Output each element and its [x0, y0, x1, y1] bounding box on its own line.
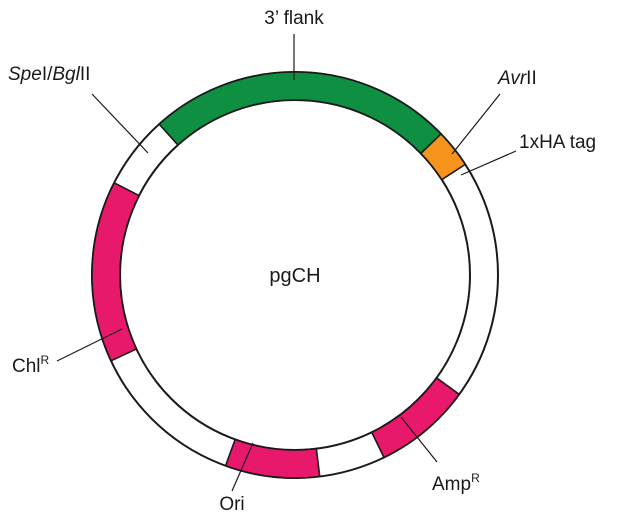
- label-bgl-part3: Bgl: [52, 64, 80, 85]
- leader-avr: [451, 93, 501, 155]
- label-avr-part2: II: [526, 68, 537, 89]
- label-avr-part1: Avr: [497, 68, 527, 89]
- segment-ampr: [370, 376, 461, 459]
- label-ori: Ori: [219, 494, 244, 515]
- label-avr: AvrII: [497, 68, 537, 89]
- label-ampr-sup: R: [471, 471, 480, 485]
- label-spe-part2: I/: [42, 64, 53, 85]
- label-spe-part1: Spe: [8, 64, 42, 85]
- label-ampr: AmpR: [432, 471, 480, 495]
- label-chlr: ChlR: [12, 353, 50, 377]
- segment-3-flank: [158, 71, 443, 155]
- label-bgl-part4: II: [80, 64, 91, 85]
- label-ampr-main: Amp: [432, 474, 471, 495]
- segment-1xha-tag: [419, 132, 467, 181]
- leader-ampr: [400, 416, 438, 463]
- segment-chlr: [91, 181, 141, 362]
- label-1xha-tag: 1xHA tag: [519, 132, 596, 153]
- label-3-flank: 3’ flank: [264, 8, 324, 29]
- label-chlr-sup: R: [41, 353, 50, 367]
- label-chlr-main: Chl: [12, 356, 41, 377]
- plasmid-name: pgCH: [269, 265, 320, 287]
- segment-ori: [224, 438, 321, 479]
- leader-1xha: [460, 150, 517, 176]
- leader-chlr: [56, 328, 123, 362]
- label-spe-bgl: SpeI/BglII: [8, 64, 90, 85]
- leader-ori: [231, 442, 254, 492]
- leader-spe-bgl: [91, 93, 149, 154]
